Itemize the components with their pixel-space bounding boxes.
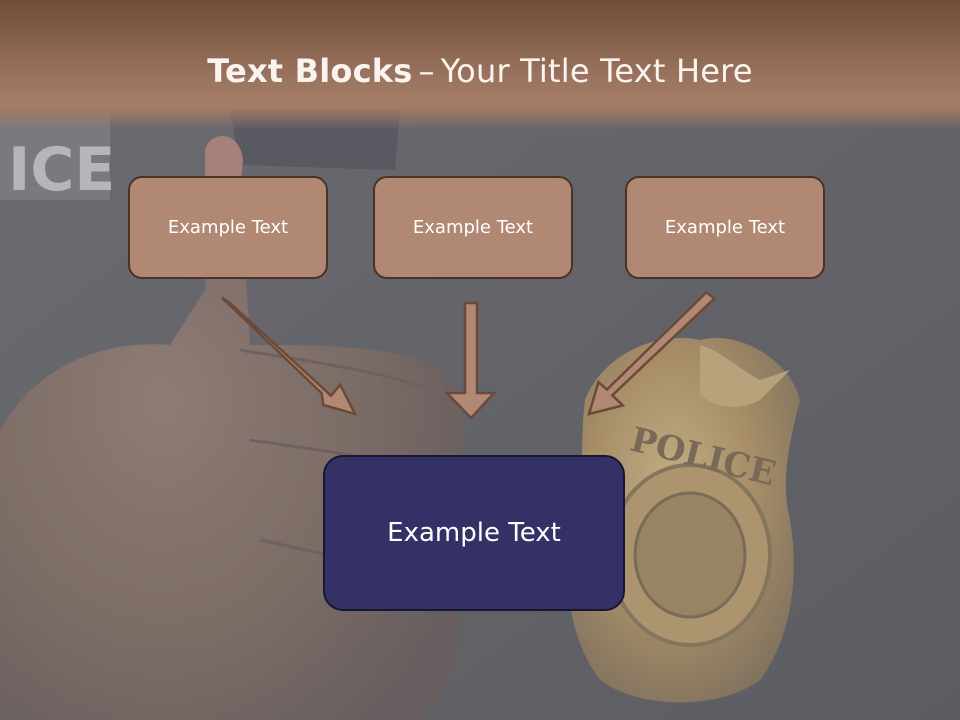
sleeve-text: ICE: [8, 135, 115, 205]
center-text-block-label: Example Text: [387, 518, 561, 548]
center-text-block[interactable]: Example Text: [323, 455, 625, 611]
text-block-3[interactable]: Example Text: [625, 176, 825, 279]
title-rest: Your Title Text Here: [440, 52, 753, 90]
text-block-2-label: Example Text: [412, 217, 534, 238]
text-block-3-label: Example Text: [664, 217, 786, 238]
title-band: [0, 0, 960, 130]
text-block-2[interactable]: Example Text: [373, 176, 573, 279]
title-separator: –: [418, 52, 435, 90]
text-block-1-label: Example Text: [167, 217, 289, 238]
text-block-1[interactable]: Example Text: [128, 176, 328, 279]
arrow-left: [221, 296, 358, 416]
title-bold: Text Blocks: [207, 52, 413, 90]
slide-title: Text Blocks–Your Title Text Here: [0, 52, 960, 90]
arrow-right: [587, 290, 717, 416]
arrow-center: [444, 301, 497, 420]
